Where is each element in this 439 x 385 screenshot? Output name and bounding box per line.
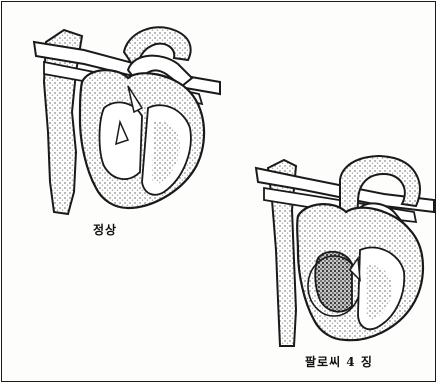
caption-normal: 정상 [93,221,117,238]
tetralogy-heart-illustration [254,150,436,350]
caption-tetralogy: 팔로씨 4 징 [305,353,373,370]
normal-heart-illustration [24,12,224,217]
